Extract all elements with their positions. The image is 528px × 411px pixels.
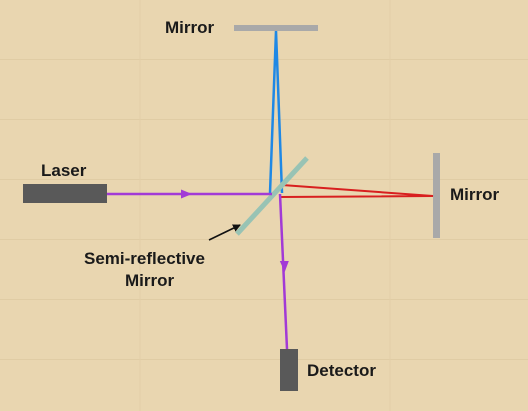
splitter-label-line2: Mirror xyxy=(125,271,175,290)
detector xyxy=(280,349,298,391)
horizontal-arm-beam xyxy=(279,184,434,198)
vertical-arm-beam xyxy=(268,30,284,194)
top-mirror-label: Mirror xyxy=(165,18,215,37)
laser-source xyxy=(23,184,107,203)
detector-label: Detector xyxy=(307,361,376,380)
semi-reflective-mirror xyxy=(235,156,309,236)
detector-beam xyxy=(278,193,289,350)
right-mirror-label: Mirror xyxy=(450,185,500,204)
right-mirror xyxy=(433,153,440,238)
laser-label: Laser xyxy=(41,161,87,180)
laser-beam-arrow xyxy=(181,189,192,199)
splitter-label-line1: Semi-reflective xyxy=(84,249,205,268)
detector-beam-arrow xyxy=(279,261,289,272)
splitter-pointer-arrow xyxy=(208,224,241,241)
top-mirror xyxy=(234,25,318,31)
